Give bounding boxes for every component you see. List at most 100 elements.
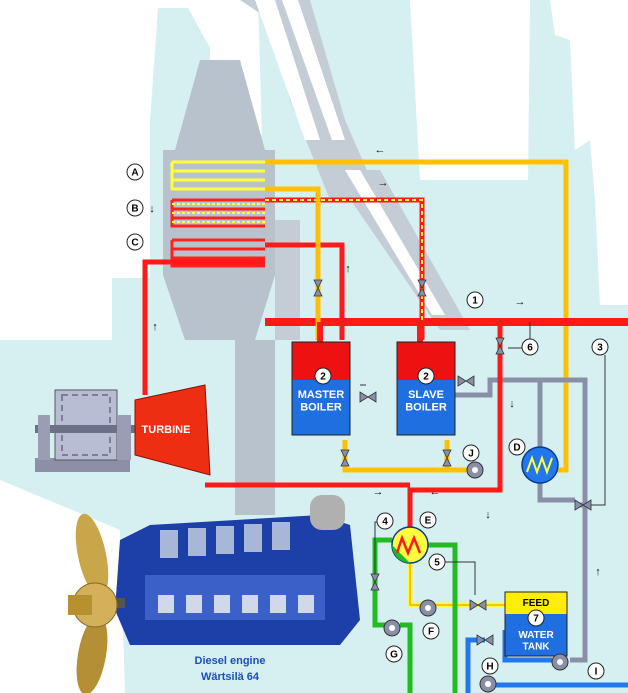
marker-j-label: J [468, 449, 474, 460]
pump-f-hub [425, 605, 431, 611]
flow-arrow: ↑ [152, 321, 158, 333]
propeller-boss [68, 595, 92, 615]
casing-right [398, 0, 628, 305]
marker-e-label: E [425, 516, 432, 527]
pump-h [479, 675, 497, 693]
engine-caption-1: Diesel engine [195, 655, 266, 667]
number-marker-circle [417, 367, 435, 385]
pump-j-hub [472, 467, 478, 473]
pipe-red-to-e [407, 322, 503, 530]
pump-f [419, 599, 437, 617]
turbine-body [134, 384, 211, 476]
number-marker-label: 3 [597, 343, 603, 354]
flow-arrow: ← [375, 144, 386, 156]
pipe-steam-turbine [142, 259, 265, 395]
master-boiler-outline [291, 341, 351, 436]
valve [582, 499, 592, 511]
generator-shaft [35, 425, 140, 433]
propeller-blade-top [75, 513, 109, 597]
coil-a [170, 160, 265, 191]
master-boiler-water [292, 380, 350, 435]
coil-b-hot [172, 203, 265, 223]
number-marker-circle [376, 512, 394, 530]
number-marker-label: 6 [527, 343, 533, 354]
flow-arrows: ←→↓↑→↓↑→←↓↑ [149, 144, 601, 578]
pipe-c-boiler [265, 242, 345, 340]
marker-a-circle [126, 163, 144, 181]
crankcase-door [270, 595, 286, 613]
control-line-3 [590, 355, 606, 506]
valve [457, 375, 467, 387]
marker-h-circle [481, 657, 499, 675]
heat-exchanger-e [391, 526, 429, 564]
valve [442, 457, 452, 467]
crankcase-door [214, 595, 230, 613]
coil-b [170, 198, 265, 228]
propeller-blade-bottom [76, 615, 108, 693]
crankcase-door [298, 595, 314, 613]
label-line: TANK [522, 642, 550, 653]
generator-bearing-right [117, 415, 131, 460]
slave-boiler-outline [396, 341, 456, 436]
valve [417, 279, 427, 289]
number-marker-label: 4 [382, 517, 388, 528]
cylinder-head [244, 524, 262, 552]
turbine-label: TURBINE [142, 424, 191, 436]
pump-j [466, 461, 484, 479]
engine-cylinder-heads [160, 522, 290, 558]
marker-c-circle [126, 233, 144, 251]
valve [370, 581, 380, 591]
cylinder-head [272, 522, 290, 550]
cylinder-head [160, 530, 178, 558]
marker-g-label: G [390, 650, 398, 661]
number-marker-circle [527, 609, 545, 627]
valve [574, 499, 584, 511]
label-line: SLAVE [408, 389, 444, 401]
engine-covers [158, 595, 314, 613]
cylinder-head [188, 528, 206, 556]
marker-i-label: I [595, 667, 598, 678]
marker-f-circle [422, 622, 440, 640]
pumps [383, 461, 569, 693]
tank-outline [504, 591, 568, 657]
valve [367, 391, 377, 403]
pump-g-hub [389, 625, 395, 631]
flow-arrow: ↑ [345, 263, 351, 275]
pump-i-hub [557, 659, 563, 665]
flow-arrow: ↓ [485, 509, 491, 521]
valve [442, 449, 452, 459]
valve [370, 573, 380, 583]
flow-arrow: ← [430, 486, 441, 498]
valve [469, 599, 479, 611]
marker-b-label: B [131, 204, 138, 215]
valve [313, 279, 323, 289]
pipe-gray-return [570, 505, 588, 663]
number-marker-circle [428, 553, 446, 571]
crankcase-door [242, 595, 258, 613]
crankcase-door [158, 595, 174, 613]
pipe-cooling-right [428, 542, 458, 693]
heat-exchanger-d-coil [526, 455, 553, 475]
marker-i-circle [587, 662, 605, 680]
tank-top [505, 592, 567, 614]
pipe-gray-down [537, 380, 575, 503]
marker-b-circle [126, 199, 144, 217]
economizer-hood [175, 60, 265, 150]
valve [476, 634, 486, 646]
pump-h-hub [485, 681, 491, 687]
valves [313, 279, 592, 646]
generator-bearing-left [38, 415, 50, 460]
flow-arrow: ↓ [149, 203, 155, 215]
marker-c-label: C [131, 238, 138, 249]
propeller [68, 513, 118, 693]
marker-a-label: A [131, 168, 138, 179]
number-marker-circle [521, 338, 539, 356]
valve [313, 287, 323, 297]
coil-c [170, 238, 265, 268]
